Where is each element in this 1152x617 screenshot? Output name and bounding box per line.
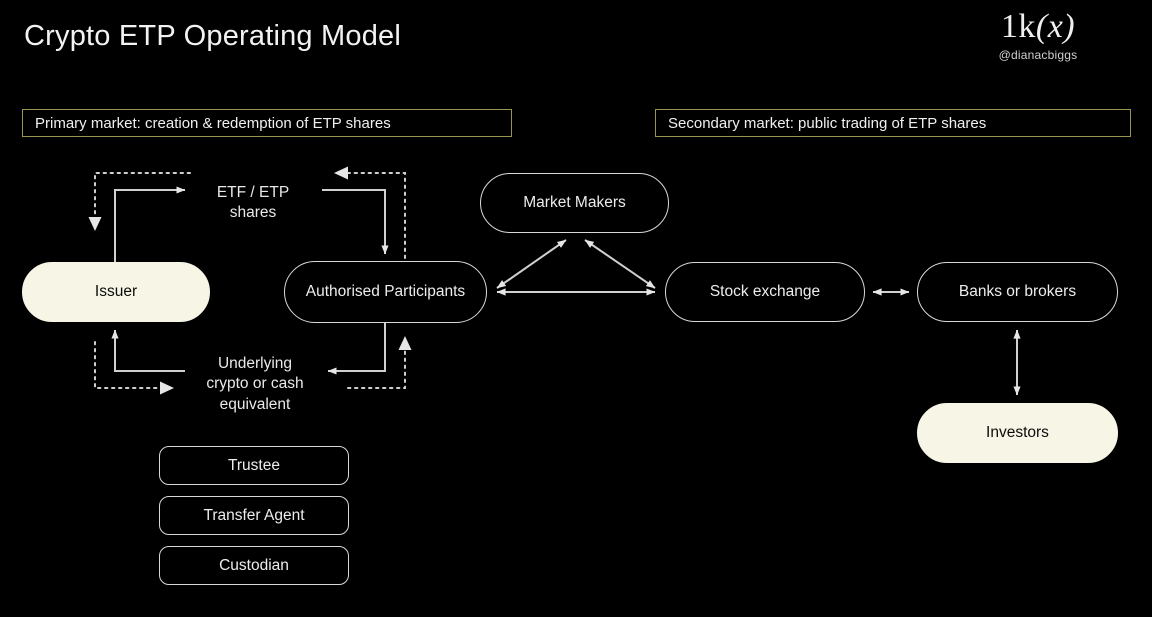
node-authorised-participants[interactable]: Authorised Participants [284, 261, 487, 323]
node-banks-or-brokers[interactable]: Banks or brokers [917, 262, 1118, 322]
node-investors[interactable]: Investors [917, 403, 1118, 463]
edge-ap-dotted-top [347, 172, 406, 259]
edge-ap-to-underlying [327, 323, 386, 375]
brand-mark: 1k(x) [1000, 8, 1076, 45]
node-transfer-agent[interactable]: Transfer Agent [159, 496, 349, 535]
edge-underlying-to-issuer [111, 329, 185, 372]
node-stock-exchange[interactable]: Stock exchange [665, 262, 865, 322]
node-issuer[interactable]: Issuer [22, 262, 210, 322]
edge-dotted-bottom-to-ap [347, 349, 406, 389]
node-market-makers[interactable]: Market Makers [480, 173, 669, 233]
secondary-market-label: Secondary market: public trading of ETP … [655, 109, 1131, 137]
primary-market-label: Primary market: creation & redemption of… [22, 109, 512, 137]
flow-label-etf-etp-shares: ETF / ETP shares [216, 184, 290, 222]
edge-dotted-top-to-issuer [94, 172, 191, 217]
node-trustee[interactable]: Trustee [159, 446, 349, 485]
brand-logo: 1k(x) @dianacbiggs [948, 8, 1128, 62]
flow-label-underlying-crypto: Underlying crypto or cash equivalent [206, 355, 304, 413]
edge-shares-to-ap [322, 189, 389, 255]
edge-issuer-dotted-bottom [94, 341, 161, 389]
edge-issuer-to-ap-shares [114, 186, 186, 262]
page-title: Crypto ETP Operating Model [24, 20, 402, 52]
edge-market-makers-stock-exchange [584, 239, 656, 289]
brand-handle: @dianacbiggs [998, 48, 1078, 62]
node-custodian[interactable]: Custodian [159, 546, 349, 585]
edge-ap-market-makers [496, 239, 567, 289]
